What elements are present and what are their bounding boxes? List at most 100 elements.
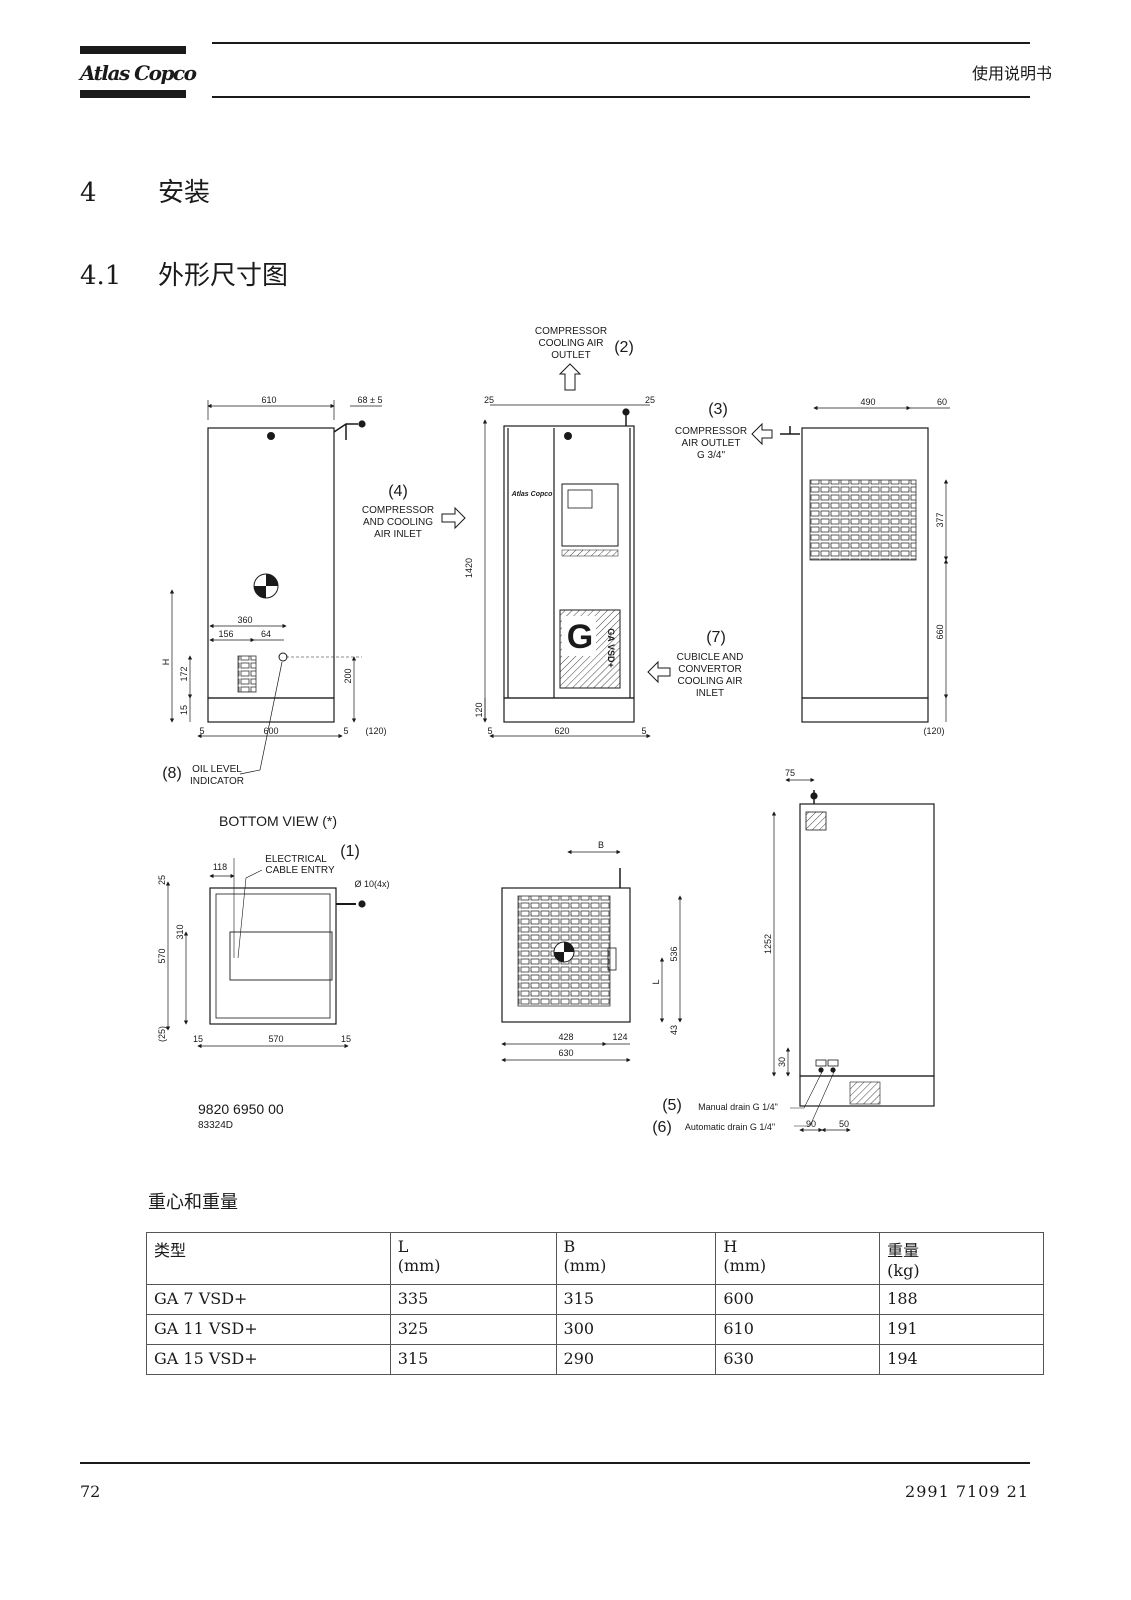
label-oil-level-2: INDICATOR <box>190 776 244 787</box>
cell-type: GA 15 VSD+ <box>146 1344 391 1375</box>
header-rule-top <box>212 42 1030 44</box>
dim-H: H <box>161 659 171 666</box>
dim-536: 536 <box>669 946 679 961</box>
dim-428: 428 <box>558 1032 573 1042</box>
side-view-drain <box>771 777 935 1133</box>
cell-h: 610 <box>715 1314 881 1345</box>
header-h: H(mm) <box>715 1232 881 1285</box>
dim-120a: (120) <box>365 726 386 736</box>
section-heading: 4 安装 <box>80 172 210 209</box>
header-b: B(mm) <box>555 1232 717 1285</box>
callout-4: (4) <box>388 483 408 500</box>
document-type: 使用说明书 <box>971 64 1052 83</box>
dim-172: 172 <box>179 666 189 681</box>
badge-letter: G <box>567 618 593 656</box>
header-rule-bottom <box>212 96 1030 98</box>
cell-l: 315 <box>389 1344 557 1375</box>
label-cubicle-4: INLET <box>696 688 724 699</box>
label-cubicle-1: CUBICLE AND <box>677 652 744 663</box>
section-title: 安装 <box>158 178 211 208</box>
dim-120b: (120) <box>923 726 944 736</box>
cell-type: GA 7 VSD+ <box>146 1284 391 1315</box>
header-b-unit: (mm) <box>563 1256 607 1275</box>
dim-25b: 25 <box>645 395 655 405</box>
dim-25a: 25 <box>484 395 494 405</box>
dim-5c: 5 <box>487 726 492 736</box>
cell-type: GA 11 VSD+ <box>146 1314 391 1345</box>
cell-weight: 194 <box>879 1344 1044 1375</box>
atlas-copco-logo: Atlas Copco <box>80 46 197 100</box>
label-holes: Ø 10(4x) <box>354 879 389 889</box>
header-type: 类型 <box>146 1232 391 1285</box>
footer-rule <box>80 1462 1030 1464</box>
dim-360: 360 <box>237 615 252 625</box>
table-header-row: 类型 L(mm) B(mm) H(mm) 重量(kg) <box>146 1232 1044 1285</box>
dimension-drawing: COMPRESSOR COOLING AIR OUTLET (2) (3) CO… <box>157 326 950 1136</box>
cell-l: 335 <box>389 1284 557 1315</box>
dim-377: 377 <box>935 512 945 527</box>
label-electrical-2: CABLE ENTRY <box>265 865 335 876</box>
label-air-outlet-3: G 3/4" <box>697 450 725 461</box>
callout-5: (5) <box>662 1097 682 1114</box>
label-air-outlet-2: AIR OUTLET <box>682 438 741 449</box>
header-b-label: B <box>563 1237 576 1256</box>
dim-25p: (25) <box>157 1026 167 1042</box>
header-weight: 重量(kg) <box>879 1232 1044 1285</box>
label-manual-drain: Manual drain G 1/4" <box>698 1102 778 1112</box>
cell-b: 315 <box>555 1284 717 1315</box>
dim-5d: 5 <box>641 726 646 736</box>
header-l-unit: (mm) <box>397 1256 441 1275</box>
table-row: GA 11 VSD+ 325 300 610 191 <box>146 1314 1044 1345</box>
label-electrical-1: ELECTRICAL <box>265 854 327 865</box>
label-cooling-air-outlet-1: COMPRESSOR <box>535 326 607 337</box>
front-view <box>441 363 671 739</box>
header-l-label: L <box>397 1237 409 1256</box>
dim-156: 156 <box>218 629 233 639</box>
cell-b: 290 <box>555 1344 717 1375</box>
label-air-inlet-2: AND COOLING <box>363 517 433 528</box>
dim-490: 490 <box>860 397 875 407</box>
header-h-label: H <box>723 1237 738 1256</box>
side-view <box>169 400 382 775</box>
header-weight-label: 重量 <box>887 1241 920 1260</box>
header-weight-unit: (kg) <box>887 1261 920 1280</box>
dim-43: 43 <box>669 1025 679 1035</box>
dim-15c: 15 <box>341 1034 351 1044</box>
document-number: 2991 7109 21 <box>905 1482 1029 1501</box>
dim-L: L <box>651 979 661 984</box>
logo-wordmark: Atlas Copco <box>80 61 197 85</box>
subsection-title: 外形尺寸图 <box>158 261 289 291</box>
callout-7: (7) <box>706 629 726 646</box>
dim-600: 600 <box>263 726 278 736</box>
drawing-code: 83324D <box>198 1120 233 1131</box>
header-l: L(mm) <box>389 1232 557 1285</box>
callout-2: (2) <box>614 339 634 356</box>
dim-90: 90 <box>806 1119 816 1129</box>
section-number: 4 <box>80 178 97 208</box>
label-cubicle-3: COOLING AIR <box>677 676 742 687</box>
cell-h: 600 <box>715 1284 881 1315</box>
dim-570h: 570 <box>268 1034 283 1044</box>
part-number: 9820 6950 00 <box>198 1101 284 1117</box>
label-cooling-air-outlet-2: COOLING AIR <box>538 338 603 349</box>
dim-1252: 1252 <box>763 934 773 954</box>
label-automatic-drain: Automatic drain G 1/4" <box>685 1122 775 1132</box>
table-caption: 重心和重量 <box>148 1192 238 1213</box>
dim-118: 118 <box>213 862 227 872</box>
dim-630: 630 <box>558 1048 573 1058</box>
badge-model: GA VSD+ <box>606 628 616 667</box>
callout-6: (6) <box>652 1119 672 1136</box>
cell-b: 300 <box>555 1314 717 1345</box>
dim-30: 30 <box>777 1057 787 1067</box>
header-h-unit: (mm) <box>723 1256 767 1275</box>
table-row: GA 15 VSD+ 315 290 630 194 <box>146 1344 1044 1375</box>
label-air-inlet-3: AIR INLET <box>374 529 422 540</box>
bottom-view <box>165 858 366 1049</box>
table-row: GA 7 VSD+ 335 315 600 188 <box>146 1284 1044 1315</box>
callout-3: (3) <box>708 401 728 418</box>
dim-310: 310 <box>175 924 185 939</box>
dim-25c: 25 <box>157 875 167 885</box>
dim-64: 64 <box>261 629 271 639</box>
dim-610: 610 <box>261 395 276 405</box>
